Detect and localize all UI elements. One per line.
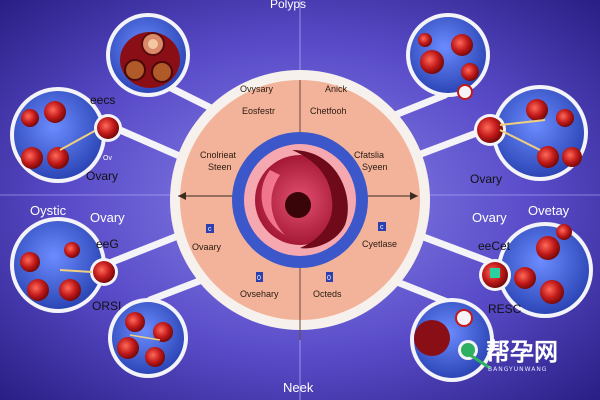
center-label-8: Ovaary [192, 242, 222, 252]
central-ovary-circle [170, 70, 430, 340]
left-bottom-callout: eeG [96, 237, 119, 251]
left-bottom-small: ORSI [92, 299, 121, 313]
bubble-left-top: eecs Ov [10, 87, 122, 183]
right-bottom-callout: eeCet [478, 239, 511, 253]
center-label-7: Syeen [362, 162, 388, 172]
watermark: 帮孕网 BANGYUNWANG [469, 338, 558, 373]
bubble-top-right [406, 13, 490, 100]
left-top-ovary-label: Ovary [86, 169, 118, 183]
center-label-10: Ovsehary [240, 289, 279, 299]
center-label-3: Chetfooh [310, 106, 347, 116]
center-label-0: Ovysary [240, 84, 274, 94]
marker-2: 0 [257, 275, 261, 282]
center-label-9: Cyetlase [362, 239, 397, 249]
core-nucleus [285, 192, 311, 218]
right-ovary-label: Ovary [470, 172, 502, 186]
right-ovary2-label: Ovary [472, 210, 507, 225]
marker-3: 0 [327, 275, 331, 282]
center-label-4: Cnolrieat [200, 150, 237, 160]
bubble-left-bottom: eeG ORSI [10, 217, 121, 313]
right-ovetay-label: Ovetay [528, 203, 570, 218]
left-oystic-label: Oystic [30, 203, 67, 218]
bottom-label: Neek [283, 380, 314, 395]
center-label-6: Cfatslia [354, 150, 384, 160]
bubble-top-left [106, 13, 190, 97]
bubble-right-bottom: eeCet RESC [478, 222, 593, 318]
watermark-main: 帮孕网 [486, 338, 558, 366]
left-top-callout: eecs [90, 93, 115, 107]
bubble-bottom-left [108, 298, 188, 378]
bubble-bottom-right [410, 298, 494, 382]
center-label-1: Anick [325, 84, 348, 94]
center-labels: Ovysary Anick Eosfestr Chetfooh Cnolriea… [192, 84, 397, 299]
right-bottom-small: RESC [488, 302, 522, 316]
center-label-2: Eosfestr [242, 106, 275, 116]
marker-1: c [380, 224, 384, 231]
center-label-5: Steen [208, 162, 232, 172]
center-markers: c c 0 0 [206, 222, 386, 282]
bubble-right-top [474, 85, 588, 181]
marker-0: c [208, 226, 212, 233]
watermark-sub: BANGYUNWANG [488, 366, 547, 373]
left-ovary-label: Ovary [90, 210, 125, 225]
title: Polyps [270, 0, 306, 11]
left-top-small: Ov [103, 155, 112, 162]
connector-bars [108, 81, 494, 309]
center-label-11: Octeds [313, 289, 342, 299]
